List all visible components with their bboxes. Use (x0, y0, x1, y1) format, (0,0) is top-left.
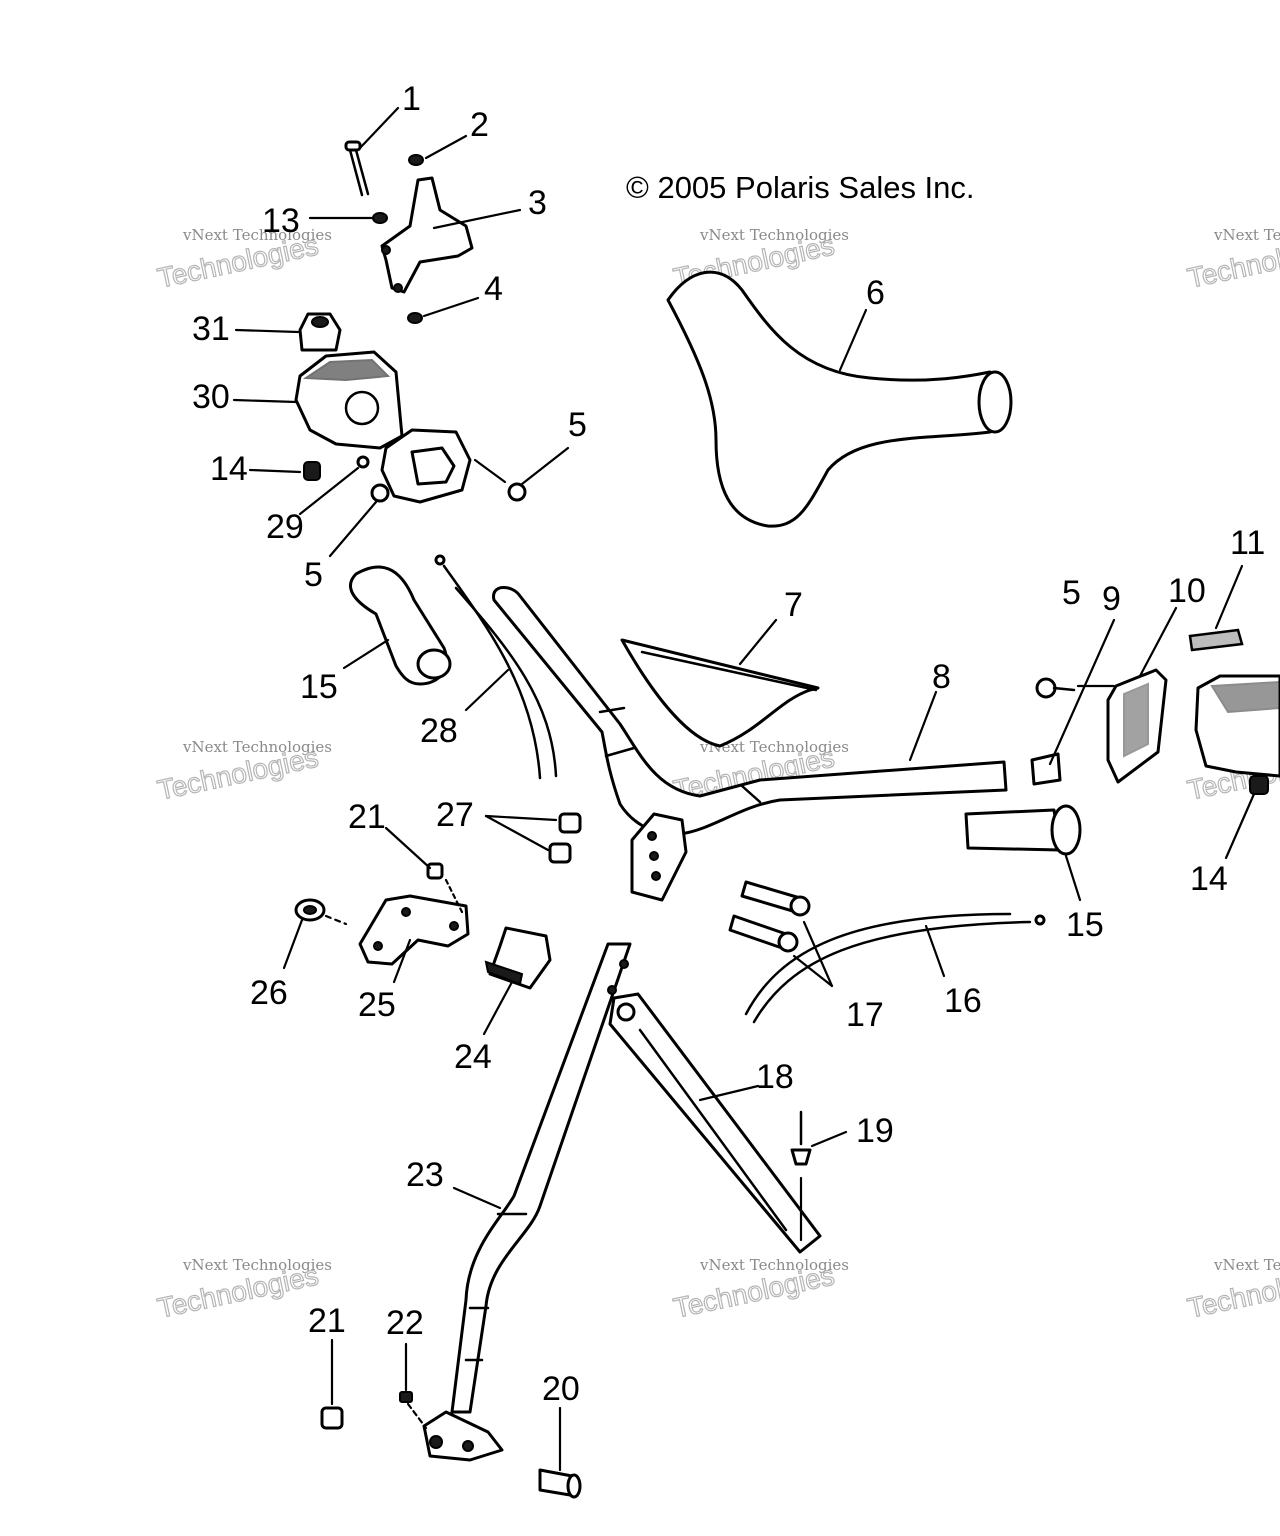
part-clamp-3 (380, 176, 474, 294)
part-cable-16 (744, 912, 1046, 1024)
part-bracket-25 (358, 894, 470, 966)
callout-28: 28 (420, 712, 458, 750)
svg-text:vNext Technologies: vNext Technologies (1213, 226, 1280, 244)
callout-11: 11 (1230, 524, 1265, 562)
part-grip-15-left (349, 565, 452, 686)
part-nut-21-lower (320, 1406, 344, 1430)
callout-6: 6 (866, 274, 885, 312)
part-nut-14-right (1249, 775, 1269, 795)
svg-text:vNext Technologies: vNext Technologies (699, 1256, 849, 1274)
callout-5-lower: 5 (304, 556, 323, 594)
callout-16: 16 (944, 982, 982, 1020)
callout-19: 19 (856, 1112, 894, 1150)
part-brace-18 (608, 992, 822, 1254)
callout-31: 31 (192, 310, 230, 348)
part-pin-17-b (728, 914, 799, 953)
watermark-top-left: vNext Technologies Technologies (154, 226, 332, 294)
callout-1: 1 (402, 80, 421, 118)
watermark-mid-left: vNext Technologies Technologies (154, 738, 332, 806)
callout-26: 26 (250, 974, 288, 1012)
callout-labels: 1 2 3 4 5 5 5 6 7 8 9 10 11 13 14 14 15 … (192, 80, 1265, 1408)
part-post-base (406, 1402, 504, 1462)
callout-3: 3 (528, 184, 547, 222)
part-cover-7 (620, 638, 820, 748)
svg-text:vNext Technologies: vNext Technologies (182, 738, 332, 756)
svg-text:vNext Technologies: vNext Technologies (182, 226, 332, 244)
part-housing-right (1194, 674, 1280, 778)
callout-4: 4 (484, 270, 503, 308)
callout-27: 27 (436, 796, 474, 834)
part-nut-14-left (303, 461, 321, 481)
watermark-bottom-center: vNext Technologies Technologies (670, 1256, 849, 1324)
callout-15-right: 15 (1066, 906, 1104, 944)
part-pin-17-a (740, 880, 811, 917)
part-clip-26 (294, 898, 348, 926)
callout-18: 18 (756, 1058, 794, 1096)
part-bolt-1 (344, 140, 370, 197)
part-nut-2 (408, 154, 424, 166)
svg-text:vNext Technologies: vNext Technologies (182, 1256, 332, 1274)
part-bushing-20 (538, 1468, 582, 1499)
part-washer-13 (372, 212, 388, 224)
watermark-top-right: vNext Technologies Technologies (1184, 226, 1280, 294)
callout-21-lower: 21 (308, 1302, 346, 1340)
part-grip-15-right (964, 804, 1082, 856)
part-nut-21-upper (426, 862, 444, 880)
callout-29: 29 (266, 508, 304, 546)
callout-14-right: 14 (1190, 860, 1228, 898)
callout-7: 7 (784, 586, 803, 624)
callout-25: 25 (358, 986, 396, 1024)
part-sleeve-9 (1030, 752, 1062, 786)
part-screw-5-right (1035, 677, 1076, 699)
callout-30: 30 (192, 378, 230, 416)
svg-text:vNext Technologies: vNext Technologies (699, 738, 849, 756)
callout-10: 10 (1168, 572, 1206, 610)
part-steering-post-23 (450, 942, 632, 1414)
part-rocker-11 (1188, 628, 1244, 652)
part-washer-29 (356, 455, 370, 469)
callout-14-left: 14 (210, 450, 248, 488)
part-rivet-19 (790, 1110, 812, 1242)
part-throttle-housing-30 (294, 350, 404, 450)
callout-8: 8 (932, 658, 951, 696)
watermark-bottom-left: vNext Technologies Technologies (154, 1256, 332, 1324)
part-handlebar-8 (492, 586, 1008, 902)
part-nut-4 (407, 312, 423, 324)
part-switch-cap-31 (298, 312, 342, 352)
callout-2: 2 (470, 106, 489, 144)
leader-lines (232, 106, 1256, 1472)
callout-13: 13 (262, 202, 300, 240)
svg-text:vNext Technologies: vNext Technologies (699, 226, 849, 244)
part-nut-27-a (558, 812, 582, 834)
part-block-24 (484, 926, 552, 990)
part-screw-5-lower (370, 483, 390, 503)
part-handlebar-pad-6 (666, 270, 1013, 528)
part-nut-27-b (548, 842, 572, 864)
svg-text:vNext Technologies: vNext Technologies (1213, 1256, 1280, 1274)
callout-23: 23 (406, 1156, 444, 1194)
callout-15-left: 15 (300, 668, 338, 706)
part-housing-cover (380, 428, 472, 504)
callout-9: 9 (1102, 580, 1121, 618)
callout-24: 24 (454, 1038, 492, 1076)
part-cable-28 (434, 554, 558, 780)
part-switch-base-10 (1106, 668, 1168, 784)
part-pin-22 (399, 1391, 413, 1403)
callout-21-upper: 21 (348, 798, 386, 836)
callout-17: 17 (846, 996, 884, 1034)
callout-5-right: 5 (1062, 574, 1081, 612)
part-screw-5-upper (473, 458, 527, 502)
watermark-bottom-right: vNext Technologies Technologies (1184, 1256, 1280, 1324)
callout-20: 20 (542, 1370, 580, 1408)
callout-22: 22 (386, 1304, 424, 1342)
copyright-notice: © 2005 Polaris Sales Inc. (626, 170, 975, 205)
callout-5-upper: 5 (568, 406, 587, 444)
